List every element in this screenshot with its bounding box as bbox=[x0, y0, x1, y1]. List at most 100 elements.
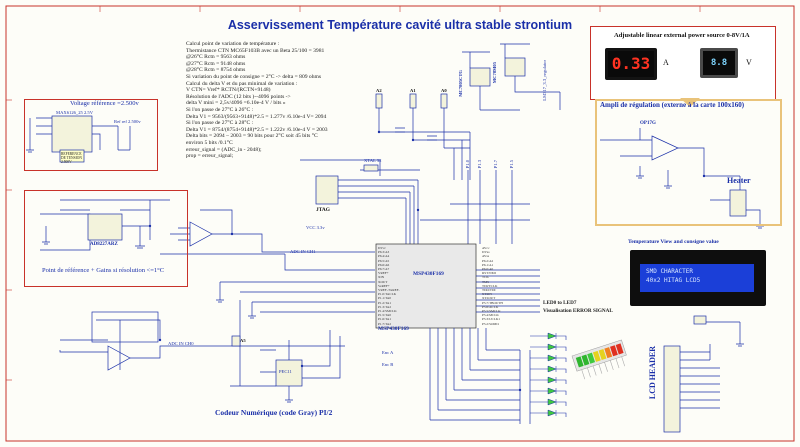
mcu-pin-label: VREF+ bbox=[378, 271, 389, 276]
note-line: Si l'on passe de 27°C à 28°C : bbox=[186, 120, 254, 127]
note-line: delta V mini = 2,5v/4096 =6.10e-4 V / bi… bbox=[186, 100, 286, 107]
lcd-title: Temperature View and consigne value bbox=[628, 239, 719, 245]
note-line: Calcul point de variation de température… bbox=[186, 41, 280, 47]
mcu-pin-label: AVcc bbox=[482, 246, 490, 250]
note-line: Calcul du delta V et du pas minimal de v… bbox=[186, 80, 298, 87]
mcu-pin-label: P1.6/TA1 bbox=[378, 317, 392, 322]
led-wire bbox=[530, 357, 567, 362]
note-line: environ 5 bits /0.1°C bbox=[186, 139, 233, 146]
led-wire bbox=[530, 379, 567, 384]
regulator-1-label: MC7805CTG bbox=[458, 70, 463, 97]
mcu-pin-label: VeREF+ bbox=[378, 283, 390, 288]
voltage-reference-title: Voltage référence =2.500v bbox=[70, 100, 139, 107]
regulator-3-label: LM317_3.3_regulator bbox=[542, 60, 547, 101]
note-line: Thermistance CTN MC65F103B avec un Beta … bbox=[186, 47, 325, 54]
led-diode bbox=[547, 387, 557, 395]
led-diode bbox=[547, 343, 557, 351]
led-diode bbox=[547, 376, 557, 384]
led-diode bbox=[547, 354, 557, 362]
note-line: Delta V1 = 9563/(9563+9148)*2.5 = 1.277v… bbox=[186, 113, 327, 120]
encoder-part: PEC11 bbox=[279, 369, 292, 374]
led-wire bbox=[530, 401, 567, 406]
note-line: Delta bits = 2094 – 2003 = 90 bits pour … bbox=[186, 133, 318, 140]
ammeter-value: 0.33 bbox=[608, 51, 654, 77]
port-p17-label: P1.7 bbox=[493, 160, 498, 169]
encoder-net-a: Enc A bbox=[382, 350, 394, 355]
setpoint-block bbox=[24, 190, 188, 287]
regulation-title: Ampli de régulation (externe à la carte … bbox=[600, 101, 745, 109]
led-title: LED0 to LED7 bbox=[543, 300, 577, 306]
mcu-pin-label: P6.6/A6 bbox=[378, 262, 390, 267]
mcu-pin-label: XT2IN bbox=[482, 292, 492, 297]
note-line: erreur_signal = (ADC_in - 2048); bbox=[186, 146, 262, 153]
mcu-pin-label: P6.0/A0 bbox=[482, 267, 494, 272]
led-wire bbox=[530, 412, 567, 417]
mcu-pin-label: P6.5/A5 bbox=[378, 258, 390, 263]
mcu-pin-label: P5.6/ACLK bbox=[482, 304, 499, 309]
regulation-block bbox=[595, 99, 782, 226]
port-p15-label: P1.5 bbox=[509, 160, 514, 169]
led-diode bbox=[547, 398, 557, 406]
connector-a0-label: A0 bbox=[441, 88, 447, 93]
mcu-pin-label: P5.5/SMCLK bbox=[482, 309, 501, 314]
regulator-2-label: MC78M05 bbox=[492, 62, 497, 84]
vref-output-label: Ref ref 2.500v bbox=[114, 119, 141, 124]
connector-a1-label: A1 bbox=[410, 88, 416, 93]
note-line: Si variation du point de consigne = 2°C … bbox=[186, 73, 322, 80]
voltmeter-unit: V bbox=[746, 58, 752, 67]
encoder-net-b: Enc B bbox=[382, 362, 394, 367]
opamp-label: OP17G bbox=[640, 121, 656, 126]
mcu-pin-label: P1.7/TA2 bbox=[378, 321, 392, 326]
bargraph-led-picture bbox=[571, 339, 627, 380]
port-p13-label: P1.3 bbox=[477, 160, 482, 169]
mcu-pin-label: DVcc bbox=[378, 246, 386, 250]
mcu-name-bottom: MSP430F169 bbox=[378, 326, 409, 332]
calculation-notes: Calcul point de variation de température… bbox=[186, 41, 386, 160]
voltage-reference-block bbox=[24, 99, 158, 171]
mcu-pin-label: P5.2/SOMI1 bbox=[482, 321, 500, 326]
voltmeter-value: 8.8 bbox=[703, 51, 735, 75]
mcu-pin-label: TCK bbox=[482, 275, 489, 280]
led-diode bbox=[547, 365, 557, 373]
note-line: @26°C Rctn = 9563 ohms bbox=[186, 54, 246, 61]
mcu-pin-label: P1.4/SMCLK bbox=[378, 309, 397, 314]
power-source-title: Adjustable linear external power source … bbox=[614, 32, 750, 39]
led-diode bbox=[547, 332, 557, 340]
encoder-title: Codeur Numérique (code Gray) PI/2 bbox=[215, 408, 333, 417]
lcd-module: SMD CHARACTER 40x2 HITAG LCD5 bbox=[630, 250, 766, 306]
adc-ch0-net: ADC IN CH0 bbox=[168, 341, 194, 346]
led-diode bbox=[547, 409, 557, 417]
jtag-label: JTAG bbox=[316, 207, 330, 213]
mcu-pin-label: DVss bbox=[482, 250, 490, 255]
led-wire bbox=[530, 346, 567, 351]
xtal-net: XTAL 32 bbox=[364, 158, 382, 163]
note-line: Delta V1 = 8754/(8754+9148)*2.5 = 1.222v… bbox=[186, 126, 328, 133]
mcu-pin-label: P6.1/A1 bbox=[482, 262, 494, 267]
mcu-pin-label: TMS bbox=[482, 279, 489, 284]
mcu-pin-label: P6.7/A7 bbox=[378, 267, 390, 272]
mcu-pin-label: P6.3/A3 bbox=[378, 250, 390, 255]
mcu-pin-label: TDO/TDI bbox=[482, 288, 496, 293]
lcd-line-1: SMD CHARACTER bbox=[646, 268, 693, 275]
heater-label: Heater bbox=[727, 176, 751, 185]
connector-a5-label: A5 bbox=[240, 338, 246, 343]
vref-part-label: MAX6126_25 2.5V bbox=[56, 110, 94, 115]
led-wire bbox=[530, 368, 567, 373]
mcu-pin-label: P1.3/TA2 bbox=[378, 304, 392, 309]
mcu-pin-label: XOUT bbox=[378, 279, 388, 284]
connector-a2-label: A2 bbox=[376, 88, 382, 93]
led-wire bbox=[530, 390, 567, 395]
note-line: @28°C Rctn = 8754 ohms bbox=[186, 67, 246, 74]
lcd-line-2: 40x2 HITAG LCD5 bbox=[646, 277, 701, 284]
mcu-pin-label: AVss bbox=[482, 254, 490, 259]
mcu-pin-label: XT2OUT bbox=[482, 296, 496, 301]
led-array bbox=[530, 332, 567, 417]
vref-sub-label: REFERENCE DE TENSION 2.500V bbox=[61, 152, 82, 164]
power-arrow bbox=[680, 98, 700, 107]
mcu-pin-label: P5.3/UCLK1 bbox=[482, 317, 500, 322]
mcu-pin-label: P1.1/TA0 bbox=[378, 296, 392, 301]
mcu-pin-label: P5.7/TBOUTH bbox=[482, 300, 503, 305]
